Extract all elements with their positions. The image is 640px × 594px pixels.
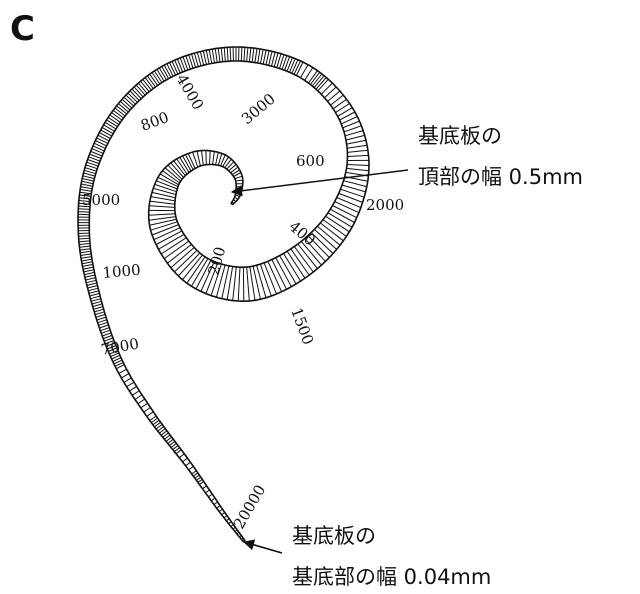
freq-label-4000: 4000 xyxy=(173,71,208,113)
basilar-membrane-spiral xyxy=(77,46,370,543)
base-pointer-arrow xyxy=(242,539,283,554)
freq-label-600: 600 xyxy=(296,152,325,170)
freq-label-3000: 3000 xyxy=(238,90,279,128)
freq-label-20000: 20000 xyxy=(230,482,269,532)
panel-letter: C xyxy=(10,9,35,49)
basilar-membrane-band xyxy=(77,46,370,543)
apex-callout-line1: 基底板の xyxy=(418,124,502,148)
apex-callout: 基底板の 頂部の幅 0.5mm xyxy=(230,124,583,197)
apex-pointer-arrow xyxy=(230,169,409,197)
base-callout: 基底板の 基底部の幅 0.04mm xyxy=(242,524,491,589)
freq-label-2000: 2000 xyxy=(366,196,404,214)
freq-label-1500: 1500 xyxy=(287,305,317,347)
freq-label-5000: 5000 xyxy=(82,191,120,209)
basilar-membrane-striations xyxy=(77,46,370,540)
apex-callout-line2: 頂部の幅 0.5mm xyxy=(418,165,583,189)
base-callout-line2: 基底部の幅 0.04mm xyxy=(292,565,491,589)
freq-label-800: 800 xyxy=(138,108,171,135)
freq-label-1000: 1000 xyxy=(102,261,142,282)
base-callout-line1: 基底板の xyxy=(292,524,376,548)
